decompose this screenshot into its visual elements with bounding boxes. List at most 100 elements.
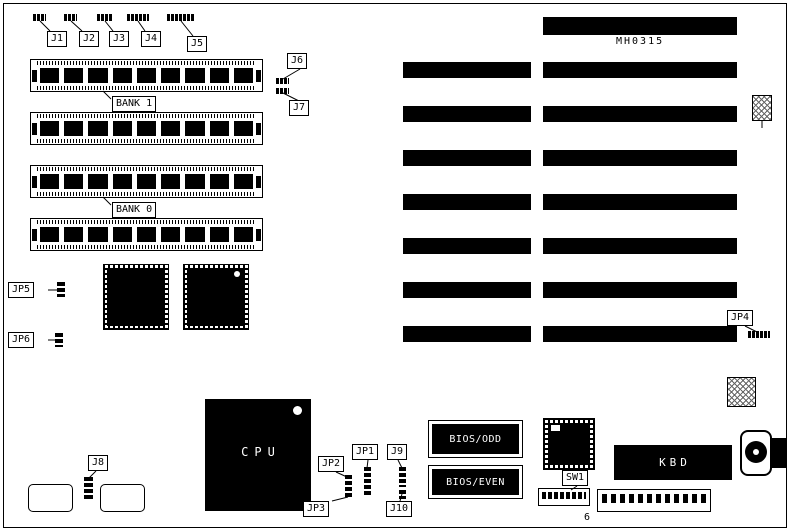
dram-chip	[112, 121, 132, 136]
isa-slot	[543, 150, 737, 166]
dram-chip	[40, 174, 60, 189]
dram-chip	[209, 68, 229, 83]
dram-chips	[40, 174, 253, 189]
dram-chip	[136, 121, 157, 136]
dram-chip	[233, 227, 253, 242]
isa-slot	[543, 194, 737, 210]
label-j6: J6	[287, 53, 308, 69]
memory-row-bank1-a	[30, 59, 263, 92]
dram-chip	[209, 227, 229, 242]
qfp-chip	[183, 264, 249, 330]
jp1-pin-header	[364, 467, 371, 497]
pin-strip	[37, 139, 256, 143]
label-j2: J2	[79, 31, 100, 47]
bios-even-chip: BIOS/EVEN	[432, 469, 519, 495]
dram-chip	[161, 68, 181, 83]
label-j4: J4	[141, 31, 162, 47]
label-j8: J8	[88, 455, 109, 471]
j9-pin-header	[399, 467, 406, 487]
isa-slot	[403, 282, 531, 298]
label-jp4: JP4	[727, 310, 754, 326]
qfp-chip	[103, 264, 169, 330]
jp2-pin-header	[345, 475, 352, 497]
dram-chip	[112, 68, 132, 83]
dram-chip	[233, 121, 253, 136]
dram-chip	[112, 174, 132, 189]
bios-odd-chip: BIOS/ODD	[432, 424, 519, 454]
isa-slot	[543, 238, 737, 254]
dram-chip	[112, 227, 132, 242]
dram-chip	[64, 174, 84, 189]
power-connector	[597, 489, 711, 512]
pin1-notch	[551, 425, 560, 431]
row-end-cap	[256, 122, 261, 135]
page-number: 6	[584, 512, 591, 523]
j6-pin-header	[276, 78, 289, 84]
dram-chip	[136, 174, 157, 189]
row-end-cap	[32, 122, 37, 135]
dram-chip	[88, 227, 108, 242]
j4-pin-header	[127, 14, 149, 21]
isa-slot	[403, 62, 531, 78]
jp6-pin-header	[55, 333, 63, 347]
cpu-chip: CPU	[205, 399, 311, 511]
j1-pin-header	[33, 14, 46, 21]
isa-slot	[543, 326, 737, 342]
row-end-cap	[256, 175, 261, 188]
cpu-label: CPU	[241, 445, 281, 459]
isa-slot	[403, 326, 531, 342]
row-end-cap	[32, 175, 37, 188]
dram-chips	[40, 227, 253, 242]
dram-chip	[161, 227, 181, 242]
border-frame	[3, 3, 787, 528]
keyboard-din-connector	[740, 430, 772, 476]
j3-pin-header	[97, 14, 113, 21]
memory-row-bank1-b	[30, 112, 263, 145]
crystal-oscillator-icon	[752, 95, 772, 121]
label-j3: J3	[109, 31, 130, 47]
dram-chip	[64, 68, 84, 83]
pin-strip	[37, 245, 256, 249]
rear-connector-edge	[772, 438, 787, 468]
dram-chip	[185, 121, 205, 136]
dram-chip	[185, 227, 205, 242]
row-end-cap	[32, 69, 37, 82]
din-ring-icon	[745, 441, 767, 463]
dram-chip	[88, 174, 108, 189]
dram-chip	[161, 174, 181, 189]
part-number: MH0315	[616, 36, 665, 47]
label-jp5: JP5	[8, 282, 35, 298]
isa-slot	[403, 194, 531, 210]
label-jp2: JP2	[318, 456, 345, 472]
label-bank1: BANK 1	[112, 96, 157, 112]
dram-chip	[40, 227, 60, 242]
dram-chip	[40, 68, 60, 83]
row-end-cap	[256, 228, 261, 241]
plcc-chip	[543, 418, 595, 470]
pin-strip	[37, 167, 256, 171]
isa-slot	[403, 238, 531, 254]
jp5-pin-header	[57, 282, 65, 297]
dram-chip	[185, 174, 205, 189]
dram-chip	[40, 121, 60, 136]
isa-slot	[543, 282, 737, 298]
j7-pin-header	[276, 88, 289, 94]
empty-socket	[28, 484, 73, 512]
chip-die	[187, 268, 245, 326]
kbd-chip: KBD	[614, 445, 732, 480]
pin-strip	[37, 192, 256, 196]
isa-slot	[543, 17, 737, 35]
label-jp6: JP6	[8, 332, 35, 348]
dram-chip	[136, 68, 157, 83]
dram-chip	[136, 227, 157, 242]
row-end-cap	[256, 69, 261, 82]
label-j7: J7	[289, 100, 310, 116]
memory-row-bank0-a	[30, 165, 263, 198]
jp4-pin-header	[748, 331, 770, 338]
dram-chips	[40, 121, 253, 136]
isa-slot	[543, 106, 737, 122]
j2-pin-header	[64, 14, 77, 21]
label-j9: J9	[387, 444, 408, 460]
dram-chip	[161, 121, 181, 136]
